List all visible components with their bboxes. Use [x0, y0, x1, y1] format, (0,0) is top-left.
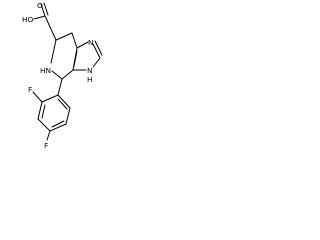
label-imidazole-n: N: [88, 38, 94, 47]
molecule-drawing: O HO N N H HN F F: [22, 1, 103, 150]
bond-ph4-ph5: [49, 123, 67, 132]
bond-ph3-ph4: [37, 118, 51, 132]
bond-para-f: [46, 130, 51, 141]
bond-ph5-ph6: [65, 107, 71, 125]
bond-c6-c7: [55, 32, 73, 41]
label-carboxyl-oh: HO: [22, 15, 34, 24]
bond-ph-inner-c: [57, 98, 68, 110]
bond-c4-aryl: [57, 78, 63, 96]
bond-c3a-c4: [61, 69, 74, 80]
bond-cooh-c6: [44, 15, 57, 41]
label-ring-nh: HN: [40, 66, 51, 75]
label-imidazole-nh: N: [87, 66, 93, 75]
bond-ph1-ph2: [41, 94, 59, 103]
label-fluoro-ortho: F: [28, 85, 32, 94]
structure-diagram: O HO N N H HN F F: [0, 0, 107, 150]
bond-c7a-n1: [76, 41, 89, 49]
bond-n5-c6: [50, 39, 57, 64]
bond-cooh-oh: [33, 15, 46, 20]
bond-cooh-o: [40, 3, 46, 17]
bond-ph-inner-a: [41, 104, 46, 119]
bond-ortho-f: [32, 91, 43, 103]
bond-n1-c2-double: [94, 40, 103, 56]
label-imidazole-h: H: [87, 75, 93, 84]
bond-ph6-ph1: [57, 94, 71, 109]
bond-cooh-double-o: [43, 2, 49, 16]
bond-c7-c7a: [71, 32, 78, 49]
bond-c4-n5: [51, 70, 63, 80]
bond-ph2-ph3: [37, 101, 43, 120]
bond-n1-c2: [92, 43, 101, 59]
label-fluoro-para: F: [44, 141, 48, 150]
bond-c2-n3: [92, 57, 101, 68]
bond-c3a-c7a-inner: [73, 50, 78, 67]
label-carboxyl-o: O: [37, 1, 43, 10]
bond-ph-inner-b: [51, 120, 65, 128]
